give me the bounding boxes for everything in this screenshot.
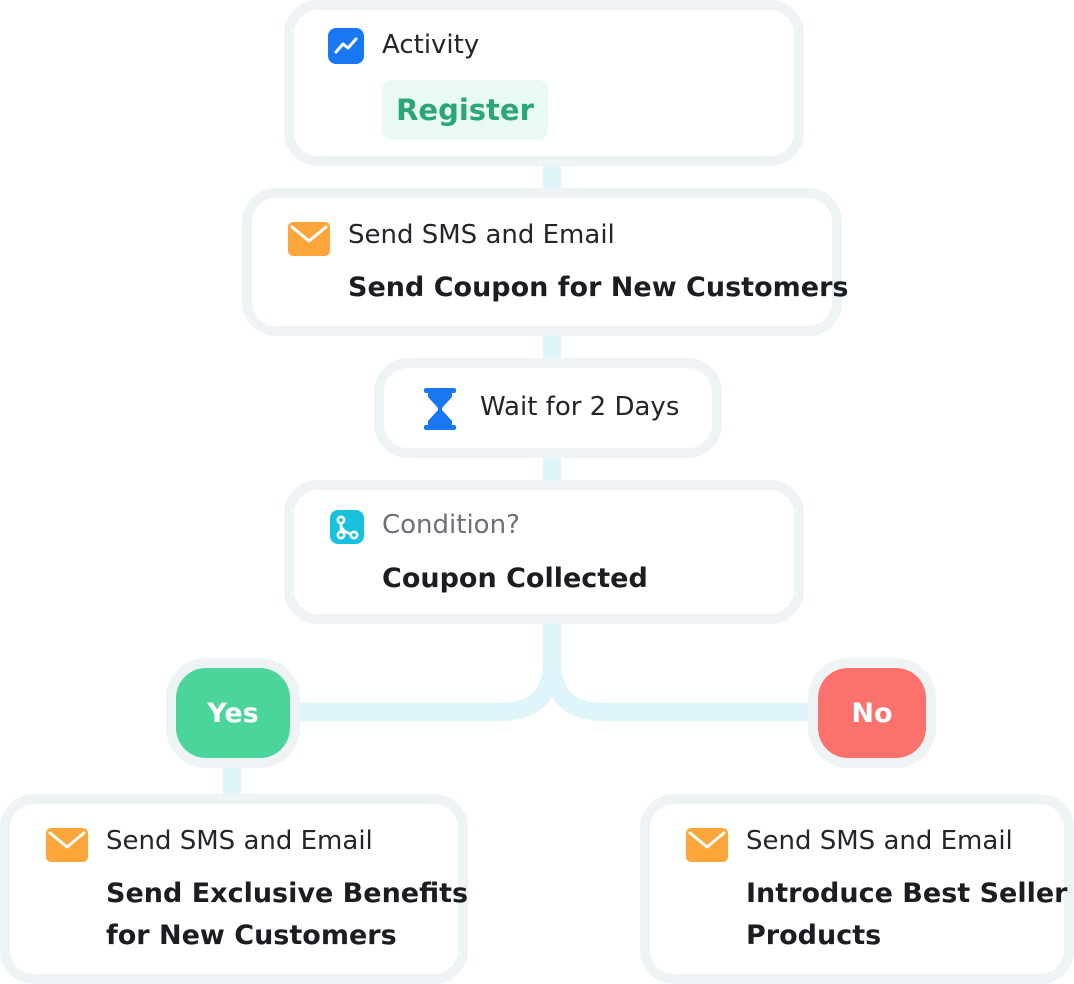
yes-action-card[interactable]: Send SMS and Email Send Exclusive Benefi…: [0, 794, 468, 984]
activity-label: Activity: [382, 30, 480, 60]
condition-title: Coupon Collected: [382, 563, 648, 594]
no-label: No: [851, 697, 893, 729]
trend-chart-icon: [328, 28, 364, 68]
send-coupon-label: Send SMS and Email: [348, 220, 615, 250]
activity-value-badge: Register: [382, 80, 548, 140]
condition-label: Condition?: [382, 510, 520, 540]
activity-value: Register: [396, 93, 534, 127]
yes-action-label: Send SMS and Email: [106, 826, 373, 856]
no-branch-button[interactable]: No: [818, 668, 926, 758]
no-action-label: Send SMS and Email: [746, 826, 1013, 856]
activity-card[interactable]: Activity Register: [284, 0, 804, 166]
connector-activity-send: [543, 160, 561, 194]
connector-send-wait: [543, 330, 561, 364]
send-coupon-title: Send Coupon for New Customers: [348, 272, 849, 303]
no-action-title-line1: Introduce Best Seller: [746, 878, 1068, 909]
yes-label: Yes: [207, 697, 259, 729]
connector-wait-condition: [543, 452, 561, 486]
branch-icon: [330, 510, 364, 548]
envelope-icon: [46, 828, 88, 866]
wait-label: Wait for 2 Days: [480, 392, 680, 422]
condition-card[interactable]: Condition? Coupon Collected: [284, 480, 804, 624]
no-action-card[interactable]: Send SMS and Email Introduce Best Seller…: [640, 794, 1074, 984]
envelope-icon: [686, 828, 728, 866]
send-coupon-card[interactable]: Send SMS and Email Send Coupon for New C…: [242, 188, 848, 336]
no-action-title-line2: Products: [746, 920, 882, 951]
yes-branch-button[interactable]: Yes: [176, 668, 290, 758]
yes-action-title-line1: Send Exclusive Benefits: [106, 878, 469, 909]
wait-card[interactable]: Wait for 2 Days: [374, 358, 722, 458]
hourglass-icon: [424, 388, 456, 434]
yes-action-title-line2: for New Customers: [106, 920, 397, 951]
envelope-icon: [288, 222, 330, 260]
